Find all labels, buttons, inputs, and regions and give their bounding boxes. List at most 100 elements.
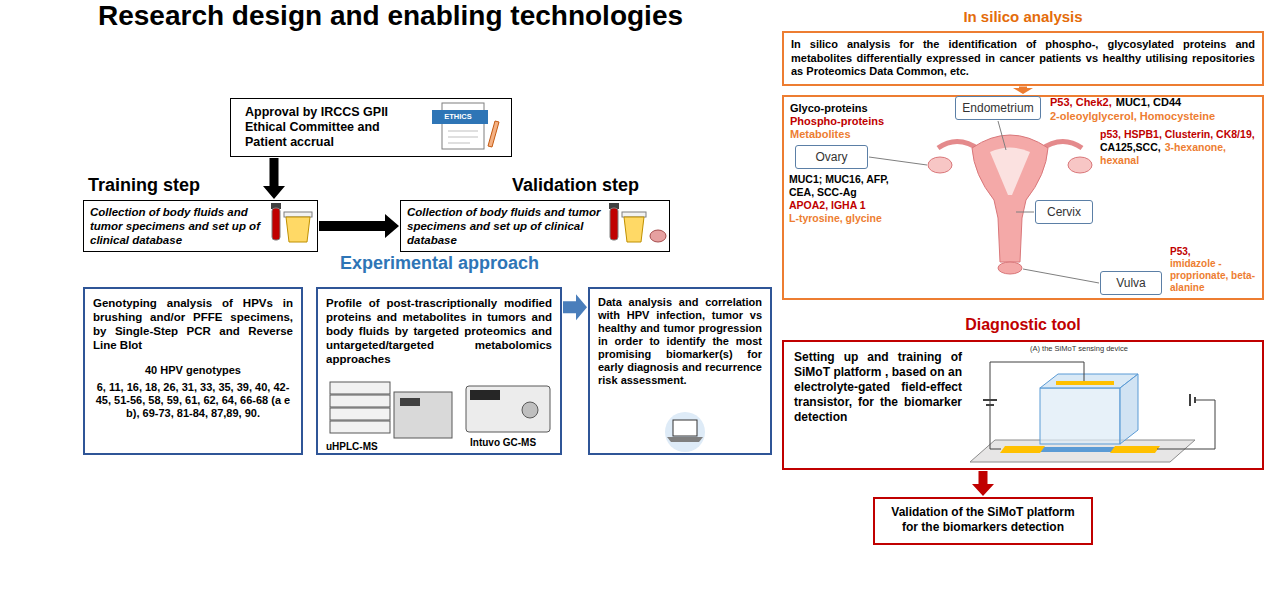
box-text: Endometrium [960, 100, 1036, 116]
ethics-line [448, 143, 470, 144]
box-text: Profile of post-trascriptionally modifie… [326, 296, 552, 366]
box-text: In silico analysis for the identificatio… [791, 38, 1255, 79]
label-text: APOA2, IGHA 1 [789, 199, 866, 211]
ovary-shape [1068, 157, 1092, 173]
label-line: imidazole -proprionate, beta-alanine [1170, 258, 1260, 294]
label-line: Experimental approach [340, 253, 600, 274]
box-text: Collection of body fluids and tumor spec… [407, 205, 604, 247]
label-text: MUC1; MUC16, AFP, CEA, SCC-Ag [789, 173, 889, 198]
gc-port [522, 402, 538, 418]
device-channel [1036, 447, 1120, 452]
box-text: Collection of body fluids and tumor spec… [90, 205, 265, 247]
hplc-module [330, 395, 390, 407]
label-line: Training step [88, 175, 288, 196]
laptop-base [667, 437, 703, 442]
biomarker-list: P53,imidazole -proprionate, beta-alanine [1170, 246, 1260, 294]
label-line: P53, [1170, 246, 1260, 258]
hplc-module [330, 421, 390, 433]
box-text: Vulva [1105, 275, 1157, 291]
ovary-shape [928, 157, 952, 173]
gate-wire [990, 362, 1084, 449]
uterine-cavity [990, 148, 1030, 196]
instrument-label: Intuvo GC-MS [470, 437, 560, 449]
section-heading: In silico analysis [784, 8, 1262, 26]
block-arrow [1013, 87, 1033, 95]
electrolyte-front [1040, 388, 1120, 444]
tool-box: Validation of the SiMoT platform for the… [873, 497, 1093, 545]
cup-lid [284, 212, 312, 217]
block-arrow [319, 214, 399, 238]
tool-box: Diagnostic toolSetting up and training o… [782, 340, 1264, 470]
box-text: Setting up and training of SiMoT platfor… [794, 350, 962, 425]
step-label: Training step [88, 175, 288, 196]
leader-line [1023, 269, 1099, 283]
label-line: Validation step [512, 175, 712, 196]
gc-ms-unit [466, 386, 550, 432]
uterus-shape [972, 135, 1048, 262]
ethics-banner [432, 110, 488, 124]
box-text: Ovary [800, 149, 863, 165]
laptop-screen [673, 420, 697, 436]
label-text: Training step [88, 175, 200, 195]
electrolyte-side [1120, 374, 1138, 444]
organ-box: Ovary [795, 145, 868, 169]
organ-box: Vulva [1100, 271, 1162, 295]
battery-symbol [983, 399, 997, 401]
label-line: uHPLC-MS [326, 441, 396, 453]
label-text: (A) the SiMoT sensing device [1030, 344, 1128, 353]
ethics-line [448, 131, 478, 132]
ethics-paper [442, 103, 484, 149]
method-box: Data analysis and correlation with HPV i… [588, 287, 772, 455]
block-arrow [563, 294, 587, 320]
label-text: P53, [1170, 246, 1191, 257]
box-text: Genotyping analysis of HPVs in brushing … [93, 296, 293, 352]
method-box: Genotyping analysis of HPVs in brushing … [83, 287, 303, 455]
box-text: Validation of the SiMoT platform for the… [885, 505, 1081, 535]
battery-symbol [1194, 397, 1196, 403]
label-text: p53, HSPB1, Clusterin, CK8/19, [1100, 128, 1255, 140]
label-text: Validation step [512, 175, 639, 195]
label-text: 2-oleoylglycerol, Homocysteine [1050, 110, 1215, 122]
tissue-sample [650, 230, 666, 242]
block-arrow [972, 471, 994, 496]
key-text: Phospho-proteins [790, 115, 884, 128]
method-box: Profile of post-trascriptionally modifie… [316, 287, 562, 455]
label-text: uHPLC-MS [326, 441, 378, 452]
gc-panel [470, 390, 500, 400]
icon-label: ETHICS [432, 112, 488, 122]
block-arrow [263, 158, 285, 199]
analysis-box: In silico analysisIn silico analysis for… [782, 31, 1264, 86]
hplc-module [330, 408, 390, 420]
diagram-title: Research design and enabling technologie… [98, 0, 683, 32]
label-line: MUC1; MUC16, AFP, CEA, SCC-Ag [789, 173, 889, 199]
label-line: ETHICS [432, 112, 488, 122]
label-text: Intuvo GC-MS [470, 437, 536, 448]
instrument-label: uHPLC-MS [326, 441, 396, 453]
urine-cup [624, 217, 644, 242]
key-text: Metabolites [790, 128, 851, 141]
box-heading: 40 HPV genotypes [93, 364, 293, 377]
label-line: 2-oleoylglycerol, Homocysteine [1050, 109, 1262, 123]
blood-tube [272, 208, 280, 240]
label-text: MUC1, CD44 [1116, 96, 1181, 108]
source-electrode [1000, 446, 1045, 453]
leader-line [1016, 212, 1034, 213]
label-line: (A) the SiMoT sensing device [1030, 344, 1170, 353]
ms-panel [400, 398, 420, 406]
process-box: Collection of body fluids and tumor spec… [83, 200, 318, 252]
ethics-pencil [488, 121, 499, 147]
section-heading: Diagnostic tool [784, 315, 1262, 334]
organ-box: Cervix [1035, 200, 1093, 224]
biomarker-list: p53, HSPB1, Clusterin, CK8/19,CA125,SCC,… [1100, 128, 1262, 167]
hplc-module [330, 382, 390, 394]
ms-unit [394, 392, 452, 438]
label-line: APOA2, IGHA 1 [789, 199, 889, 212]
label-text: L-tyrosine, glycine [789, 212, 882, 224]
label-line: p53, HSPB1, Clusterin, CK8/19, [1100, 128, 1262, 141]
box-text: Data analysis and correlation with HPV i… [598, 296, 762, 387]
battery-symbol [1189, 394, 1191, 406]
label-text: P53, Chek2, [1050, 96, 1112, 108]
label-line: CA125,SCC,3-hexanone, hexanal [1100, 141, 1262, 167]
